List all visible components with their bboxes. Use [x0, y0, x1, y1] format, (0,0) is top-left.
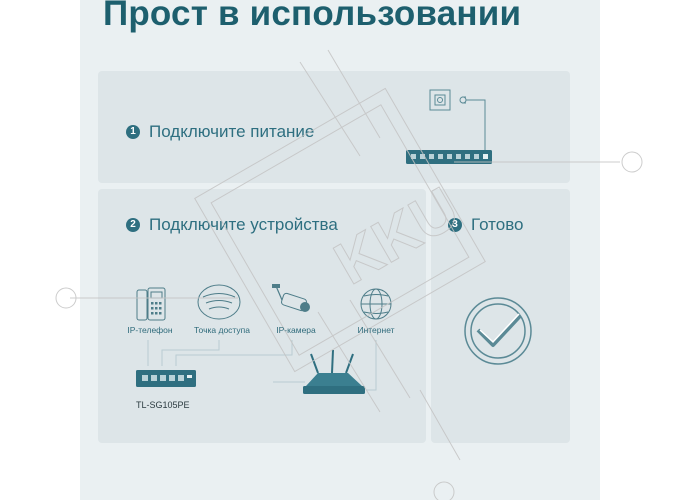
globe-icon: [360, 288, 392, 320]
access-point-icon: [197, 284, 241, 320]
watermark-text: KKU: [323, 174, 469, 297]
step-1-label: 1 Подключите питание: [126, 122, 314, 142]
step-2-number: 2: [126, 218, 140, 232]
device-label-ip-camera: IP-камера: [276, 325, 316, 335]
step-2-text: Подключите устройства: [149, 215, 338, 234]
device-label-access-point: Точка доступа: [194, 325, 250, 335]
power-outlet-icon: [429, 89, 451, 111]
device-label-ip-phone: IP-телефон: [127, 325, 173, 335]
switch-5port-icon: [136, 370, 196, 387]
ip-camera-icon: [272, 284, 310, 312]
power-plug-icon: [459, 96, 486, 150]
device-label-internet: Интернет: [357, 325, 395, 335]
page-title: Прост в использовании: [103, 0, 522, 33]
step-2-label: 2 Подключите устройства: [126, 215, 338, 235]
switch-8port-icon: [406, 150, 492, 164]
step-3-number: 3: [448, 218, 462, 232]
check-circle-icon: [464, 297, 532, 365]
watermark-logo: KKU: [55, 49, 643, 500]
connection-lines: [147, 340, 377, 391]
step-3-label: 3 Готово: [448, 215, 524, 235]
step-2-card: [98, 189, 426, 443]
step-1-number: 1: [126, 125, 140, 139]
ip-phone-icon: [136, 287, 166, 321]
step-3-text: Готово: [471, 215, 524, 234]
step-1-text: Подключите питание: [149, 122, 315, 141]
router-icon: [303, 349, 365, 394]
switch-model-label: TL-SG105PE: [136, 400, 190, 410]
step-1-card: [98, 71, 570, 183]
